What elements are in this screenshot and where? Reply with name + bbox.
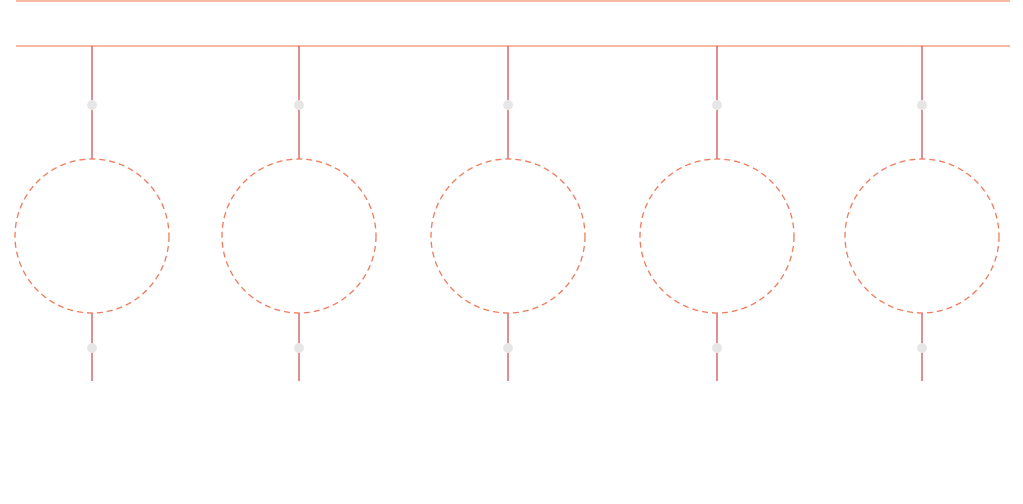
unit-1-node-top [87,100,97,110]
unit-4-node-bottom [712,343,722,353]
unit-2-ring [221,158,377,314]
unit-2-node-bottom [294,343,304,353]
unit-3-ring [430,158,586,314]
unit-2-node-top [294,100,304,110]
unit-4-ring [639,158,795,314]
unit-5-node-bottom [917,343,927,353]
unit-5-node-top [917,100,927,110]
unit-1-node-bottom [87,343,97,353]
unit-3-node-top [503,100,513,110]
unit-3-node-bottom [503,343,513,353]
unit-4-node-top [712,100,722,110]
unit-5-ring [844,158,1000,314]
unit-1-ring [14,158,170,314]
